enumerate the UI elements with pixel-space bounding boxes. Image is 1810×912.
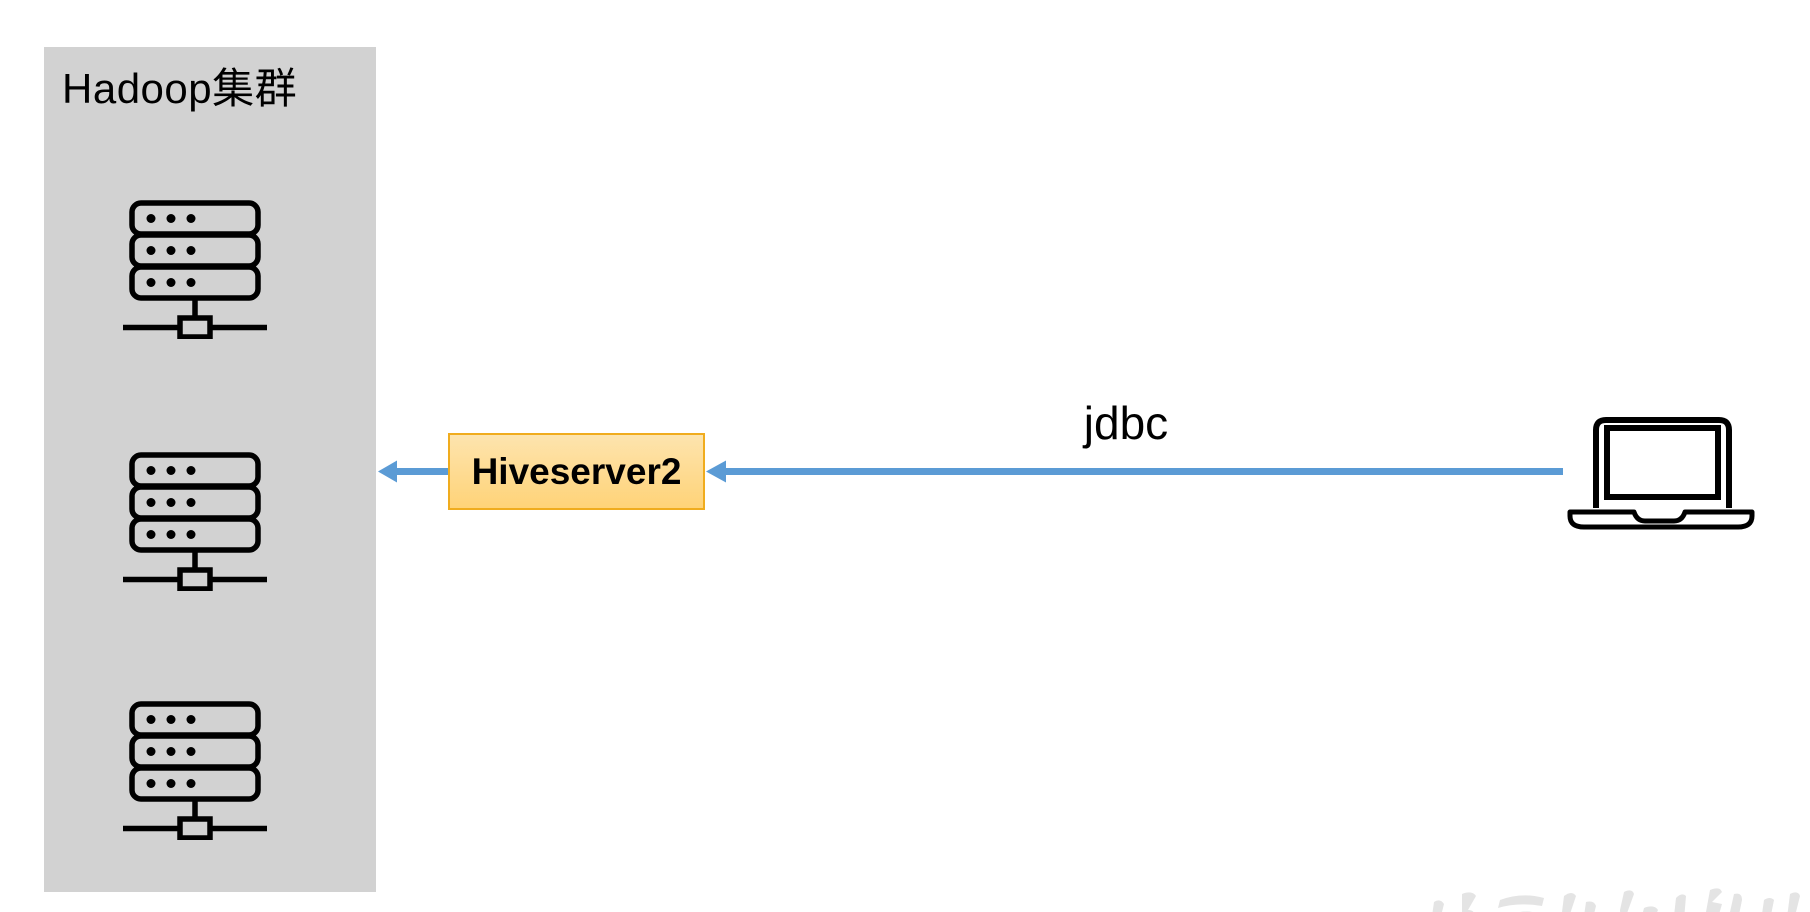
watermark <box>1432 888 1800 912</box>
arrow-hiveserver2-to-cluster <box>378 460 448 483</box>
jdbc-edge-label: jdbc <box>1083 397 1169 449</box>
cluster-title: Hadoop集群 <box>62 65 298 112</box>
hiveserver2-node: Hiveserver2 <box>448 433 705 510</box>
laptop-icon <box>1567 417 1755 530</box>
arrow-client-to-hiveserver2 <box>706 460 1563 483</box>
hadoop-cluster-panel: Hadoop集群 <box>44 47 376 892</box>
hiveserver2-label: Hiveserver2 <box>471 450 682 492</box>
server-rack-icon <box>120 199 270 339</box>
server-rack-icon <box>120 451 270 591</box>
server-rack-icon <box>120 700 270 840</box>
